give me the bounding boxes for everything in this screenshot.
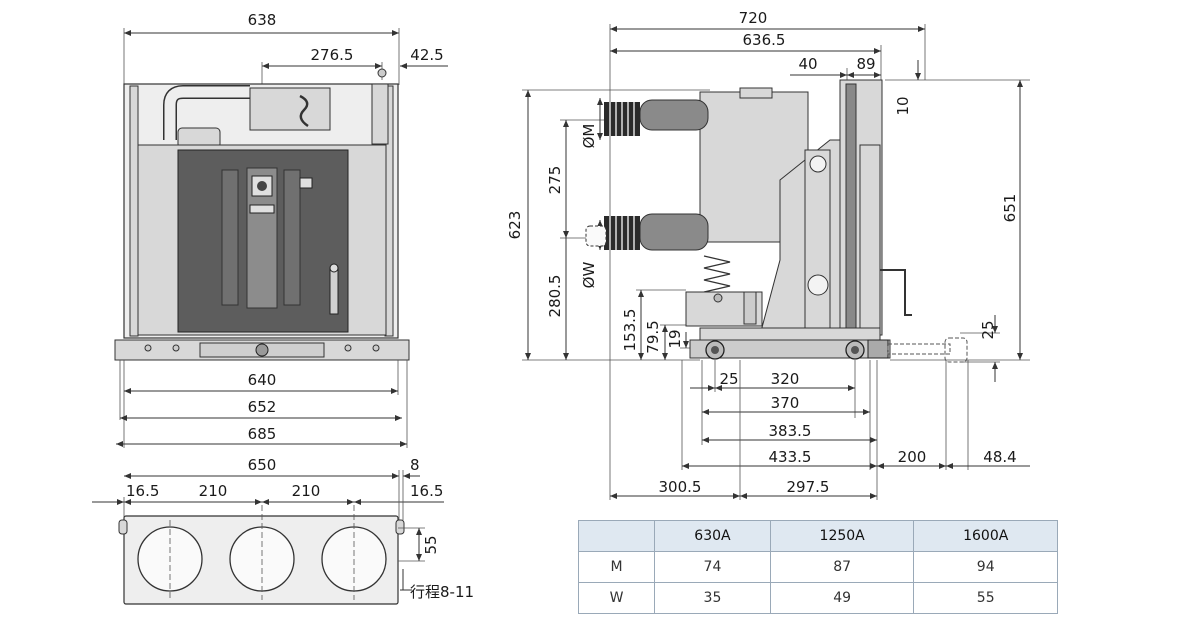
table-header-cell bbox=[578, 520, 655, 552]
dim-297-5: 297.5 bbox=[787, 478, 830, 496]
table-cell: 94 bbox=[913, 551, 1058, 583]
side-view: 720 636.5 40 89 10 651 623 275 280.5 ØM … bbox=[506, 9, 1030, 500]
lower-contact-arm bbox=[639, 213, 709, 251]
dim-383-5: 383.5 bbox=[769, 422, 812, 440]
dim-370: 370 bbox=[771, 394, 800, 412]
upper-contact-icon bbox=[604, 102, 640, 136]
table-cell: M bbox=[578, 551, 655, 583]
dim-19: 19 bbox=[666, 329, 684, 348]
dim-433-5: 433.5 bbox=[769, 448, 812, 466]
dim-89: 89 bbox=[856, 55, 875, 73]
table-cell: 87 bbox=[769, 551, 915, 583]
dim-16-5-right: 16.5 bbox=[410, 482, 443, 500]
lower-contact-icon bbox=[604, 216, 640, 250]
dim-650: 650 bbox=[248, 456, 277, 474]
chassis-rail bbox=[689, 339, 891, 359]
dim-40: 40 bbox=[798, 55, 817, 73]
dim-200: 200 bbox=[898, 448, 927, 466]
dim-42-5: 42.5 bbox=[410, 46, 443, 64]
top-view: 650 8 16.5 210 210 16.5 55 行程8-11 bbox=[92, 456, 474, 605]
table-row: W 35 49 55 bbox=[578, 582, 1058, 614]
dim-651: 651 bbox=[1001, 194, 1019, 223]
upper-contact-arm bbox=[639, 99, 709, 131]
crank-handle-icon bbox=[880, 269, 912, 316]
table-header-cell: 1600A bbox=[913, 520, 1058, 552]
table-row: M 74 87 94 bbox=[578, 551, 1058, 583]
dim-320: 320 bbox=[771, 370, 800, 388]
dim-636-5: 636.5 bbox=[743, 31, 786, 49]
dim-210-b: 210 bbox=[292, 482, 321, 500]
current-rating-table: 630A 1250A 1600A M 74 87 94 W 35 49 55 bbox=[578, 520, 1058, 614]
dim-623: 623 bbox=[506, 211, 524, 240]
table-cell: 55 bbox=[913, 582, 1058, 614]
dim-280-5: 280.5 bbox=[546, 275, 564, 318]
dim-652: 652 bbox=[248, 398, 277, 416]
stroke-label: 行程8-11 bbox=[410, 583, 474, 601]
dim-25: 25 bbox=[719, 370, 738, 388]
dim-640: 640 bbox=[248, 371, 277, 389]
spring-icon bbox=[703, 255, 731, 293]
dim-79-5: 79.5 bbox=[644, 320, 662, 353]
hook-icon bbox=[299, 94, 309, 128]
dim-153-5: 153.5 bbox=[621, 309, 639, 352]
table-header-cell: 630A bbox=[654, 520, 771, 552]
dim-638: 638 bbox=[248, 11, 277, 29]
dim-phi-w: ØW bbox=[580, 262, 598, 289]
table-header-cell: 1250A bbox=[769, 520, 915, 552]
table-cell: W bbox=[578, 582, 655, 614]
dim-16-5-left: 16.5 bbox=[126, 482, 159, 500]
dim-25-right: 25 bbox=[979, 320, 997, 339]
table-cell: 35 bbox=[654, 582, 771, 614]
dim-210-a: 210 bbox=[199, 482, 228, 500]
table-cell: 49 bbox=[769, 582, 915, 614]
front-view: 638 276.5 42.5 bbox=[114, 11, 448, 448]
dim-55: 55 bbox=[422, 535, 440, 554]
dim-685: 685 bbox=[248, 425, 277, 443]
dim-275: 275 bbox=[546, 166, 564, 195]
dim-48-4: 48.4 bbox=[983, 448, 1016, 466]
table-cell: 74 bbox=[654, 551, 771, 583]
table-header-row: 630A 1250A 1600A bbox=[578, 520, 1058, 552]
dim-10: 10 bbox=[894, 96, 912, 115]
dim-720: 720 bbox=[739, 9, 768, 27]
dim-8: 8 bbox=[410, 456, 420, 474]
dim-phi-m: ØM bbox=[580, 124, 598, 149]
dim-300-5: 300.5 bbox=[659, 478, 702, 496]
dim-276-5: 276.5 bbox=[311, 46, 354, 64]
